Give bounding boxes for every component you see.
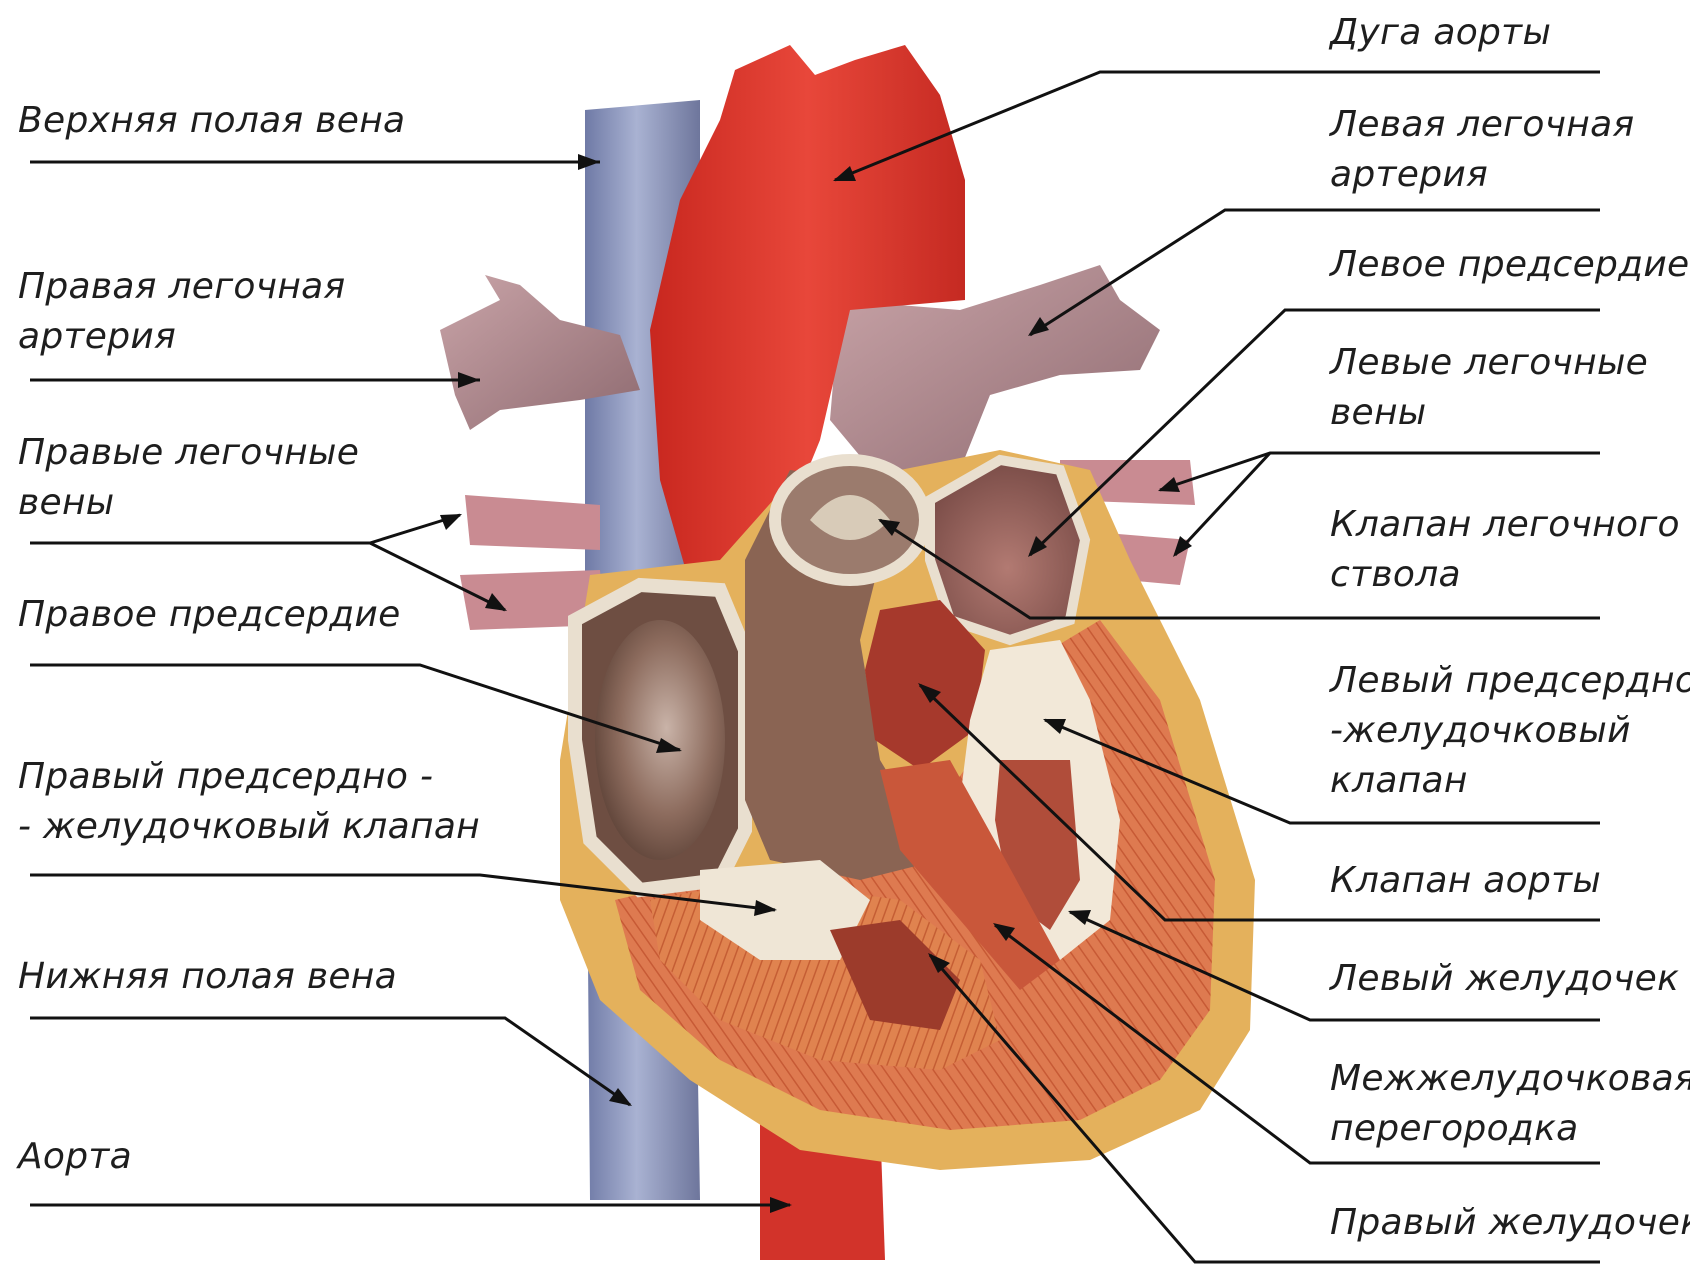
- label-line: Левое предсердие: [1330, 240, 1690, 290]
- label-line: Клапан легочного: [1330, 500, 1680, 550]
- label-aortic-valve: Клапан аорты: [1330, 856, 1601, 906]
- label-right-av-valve: Правый предсердно - - желудочковый клапа…: [18, 752, 480, 852]
- label-line: артерия: [18, 312, 345, 362]
- label-inferior-vena-cava: Нижняя полая вена: [18, 952, 397, 1002]
- label-pulmonary-valve: Клапан легочного ствола: [1330, 500, 1680, 600]
- label-left-atrium: Левое предсердие: [1330, 240, 1690, 290]
- label-line: - желудочковый клапан: [18, 802, 480, 852]
- label-interventricular-septum: Межжелудочковая перегородка: [1330, 1054, 1690, 1154]
- label-line: Аорта: [18, 1132, 132, 1182]
- label-line: вены: [18, 478, 359, 528]
- label-right-pulmonary-artery: Правая легочная артерия: [18, 262, 345, 362]
- label-right-ventricle: Правый желудочек: [1330, 1198, 1690, 1248]
- label-right-atrium: Правое предсердие: [18, 590, 401, 640]
- label-right-pulmonary-veins: Правые легочные вены: [18, 428, 359, 528]
- label-line: Межжелудочковая: [1330, 1054, 1690, 1104]
- label-superior-vena-cava: Верхняя полая вена: [18, 96, 405, 146]
- label-line: Правый желудочек: [1330, 1198, 1690, 1248]
- leader-lpv: [1160, 453, 1600, 490]
- leader-ivc: [30, 1018, 630, 1105]
- label-aorta: Аорта: [18, 1132, 132, 1182]
- label-left-av-valve: Левый предсердно- -желудочковый клапан: [1330, 656, 1690, 806]
- label-left-pulmonary-veins: Левые легочные вены: [1330, 338, 1648, 438]
- label-line: Левая легочная: [1330, 100, 1634, 150]
- label-line: Левый желудочек: [1330, 954, 1679, 1004]
- label-line: клапан: [1330, 756, 1690, 806]
- right-atrium-inner: [595, 620, 725, 860]
- label-line: вены: [1330, 388, 1648, 438]
- label-line: Левый предсердно-: [1330, 656, 1690, 706]
- label-line: Клапан аорты: [1330, 856, 1601, 906]
- label-left-pulmonary-artery: Левая легочная артерия: [1330, 100, 1634, 200]
- label-line: перегородка: [1330, 1104, 1690, 1154]
- label-line: Правые легочные: [18, 428, 359, 478]
- label-line: артерия: [1330, 150, 1634, 200]
- label-line: Верхняя полая вена: [18, 96, 405, 146]
- right-pulmonary-veins-shape: [465, 495, 600, 550]
- label-aortic-arch: Дуга аорты: [1330, 8, 1551, 58]
- label-line: Нижняя полая вена: [18, 952, 397, 1002]
- label-line: -желудочковый: [1330, 706, 1690, 756]
- label-line: Правое предсердие: [18, 590, 401, 640]
- label-line: ствола: [1330, 550, 1680, 600]
- label-line: Левые легочные: [1330, 338, 1648, 388]
- label-left-ventricle: Левый желудочек: [1330, 954, 1679, 1004]
- label-line: Правый предсердно -: [18, 752, 480, 802]
- left-atrium-shape: [930, 460, 1085, 640]
- label-line: Дуга аорты: [1330, 8, 1551, 58]
- label-line: Правая легочная: [18, 262, 345, 312]
- arrow-rpv: [440, 514, 462, 530]
